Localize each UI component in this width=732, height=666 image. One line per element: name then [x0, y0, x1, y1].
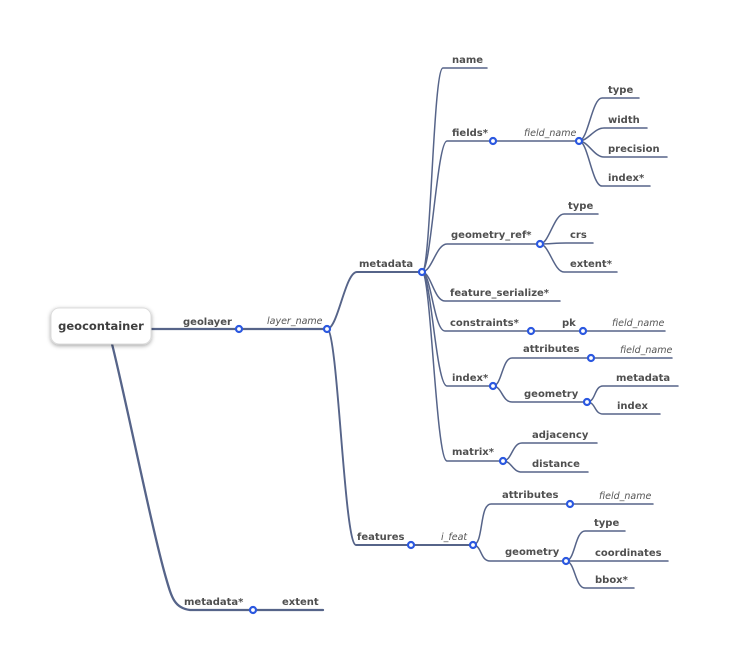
- node-circle-metadata[interactable]: [417, 267, 427, 277]
- node-circle-feat-geometry[interactable]: [561, 556, 571, 566]
- label-bbox: bbox*: [595, 575, 629, 586]
- node-circle-index-attributes[interactable]: [586, 353, 596, 363]
- node-circle-geolayer[interactable]: [234, 324, 244, 334]
- label-field-index: index*: [608, 173, 645, 184]
- link-metadata-name: [421, 67, 488, 273]
- label-index-geo-index: index: [617, 401, 648, 412]
- label-metadata: metadata: [359, 259, 413, 270]
- label-index-attr-field-name: field_name: [620, 345, 672, 356]
- label-feat-attributes: attributes: [502, 490, 559, 501]
- node-circle-index-geometry[interactable]: [582, 397, 592, 407]
- label-adjacency: adjacency: [532, 430, 589, 441]
- label-feat-attr-field-name: field_name: [599, 491, 651, 502]
- node-circle-field-name[interactable]: [574, 136, 584, 146]
- label-feat-geometry: geometry: [505, 547, 560, 558]
- node-circle-fields[interactable]: [488, 136, 498, 146]
- node-circle-features[interactable]: [406, 540, 416, 550]
- label-index: index*: [452, 373, 489, 384]
- label-pk-field-name: field_name: [612, 318, 664, 329]
- label-gref-type: type: [568, 201, 593, 212]
- label-constraints: constraints*: [450, 318, 520, 329]
- label-index-geometry: geometry: [524, 389, 579, 400]
- label-field-type: type: [608, 85, 633, 96]
- link-metadata-fields: [421, 140, 580, 273]
- label-metadata2: metadata*: [184, 597, 244, 608]
- label-distance: distance: [532, 459, 580, 470]
- node-circle-matrix[interactable]: [498, 456, 508, 466]
- link-metadata-matrix: [421, 271, 504, 462]
- label-name: name: [452, 55, 483, 66]
- label-gref-crs: crs: [570, 230, 587, 241]
- node-circle-i-feat[interactable]: [468, 540, 478, 550]
- root-node-label: geocontainer: [58, 319, 144, 333]
- label-feature-serialize: feature_serialize*: [450, 288, 550, 299]
- label-field-name: field_name: [524, 128, 576, 139]
- label-matrix: matrix*: [452, 447, 495, 458]
- node-circle-constraints[interactable]: [526, 326, 536, 336]
- label-extent: extent: [282, 597, 319, 608]
- label-i-feat: i_feat: [441, 532, 468, 543]
- node-circle-pk[interactable]: [578, 326, 588, 336]
- link-layername-features: [326, 328, 474, 546]
- node-circle-index[interactable]: [488, 381, 498, 391]
- node-circle-feat-attributes[interactable]: [565, 499, 575, 509]
- label-geometry-ref: geometry_ref*: [451, 230, 532, 241]
- label-fields: fields*: [452, 128, 489, 139]
- root-node-box[interactable]: [50, 307, 152, 345]
- label-features: features: [357, 532, 404, 543]
- node-circle-geometry-ref[interactable]: [535, 239, 545, 249]
- link-root-metadata2: [110, 342, 325, 612]
- label-coordinates: coordinates: [595, 548, 662, 559]
- node-circles: [234, 136, 596, 615]
- label-field-width: width: [608, 115, 640, 126]
- node-circle-metadata2[interactable]: [248, 605, 258, 615]
- label-index-attributes: attributes: [523, 344, 580, 355]
- label-field-precision: precision: [608, 144, 660, 155]
- node-circle-layer-name[interactable]: [322, 324, 332, 334]
- label-pk: pk: [562, 318, 576, 329]
- link-metadata-constraints: [421, 271, 666, 332]
- label-index-geo-metadata: metadata: [616, 373, 670, 384]
- label-gref-extent: extent*: [570, 259, 613, 270]
- label-layer-name: layer_name: [267, 316, 323, 327]
- label-geolayer: geolayer: [183, 317, 232, 328]
- node-labels: geolayer layer_name metadata name fields…: [183, 55, 672, 608]
- label-feat-geo-type: type: [594, 518, 619, 529]
